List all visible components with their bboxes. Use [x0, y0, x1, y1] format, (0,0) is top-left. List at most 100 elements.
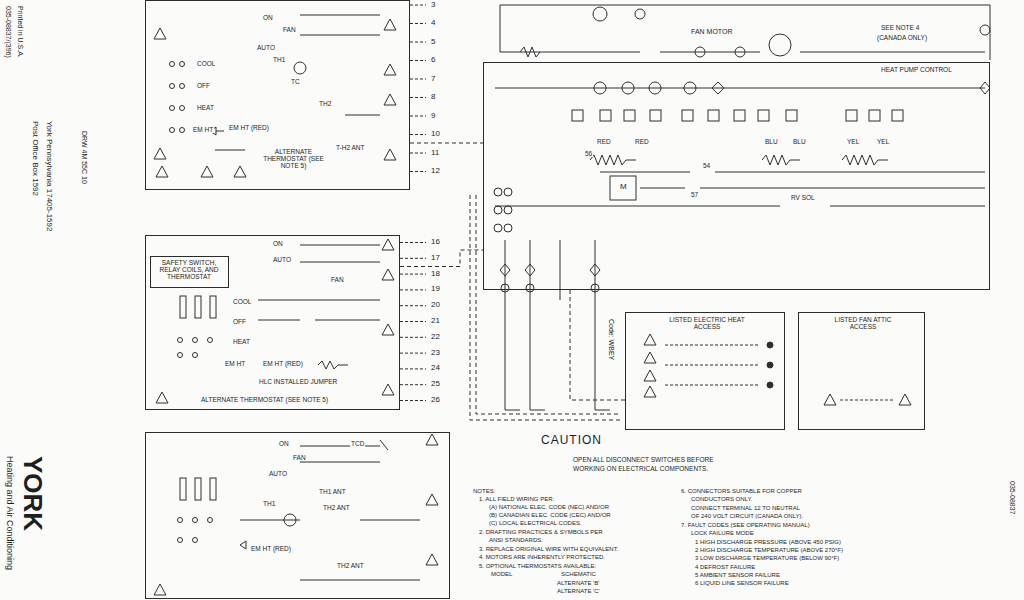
note-text: ALTERNATE 'B': [556, 580, 600, 587]
wire-label: YEL: [876, 138, 890, 145]
note-text: (B) CANADIAN ELEC. CODE (CEC) AND/OR: [488, 512, 612, 519]
thermostat-panel: ONFANAUTOCOOLOFFHEATEM HTTH1TCTH2EM HT (…: [145, 0, 410, 190]
line-number: 5: [430, 38, 436, 47]
note-text: 2 HIGH DISCHARGE TEMPERATURE (ABOVE 270°…: [694, 547, 844, 554]
terminal-label: FAN: [282, 26, 297, 33]
line-number: 8: [430, 93, 436, 102]
terminal-label: EM HT (RED): [250, 545, 292, 552]
terminal-label: TH2 ANT: [336, 562, 365, 569]
title-block-text: 035-08837/(396): [4, 5, 12, 59]
box-title: LISTED ELECTRIC HEAT ACCESS: [660, 316, 754, 330]
line-number: 10: [430, 130, 441, 139]
note-text: NOTES:: [472, 488, 496, 495]
wire-label: BLU: [764, 138, 779, 145]
note-text: (A) NATIONAL ELEC. CODE (NEC) AND/OR: [488, 504, 610, 511]
note-text: 4 DEFROST FAILURE: [694, 564, 756, 571]
note-text: (C) LOCAL ELECTRICAL CODES.: [488, 520, 583, 527]
terminal-label: OFF: [196, 82, 211, 89]
note-text: 4. MOTORS ARE INHERENTLY PROTECTED.: [478, 554, 606, 561]
thermostat-panel: ONFANAUTOTCDTH1TH1 ANTTH2 ANTEM HT (RED)…: [145, 432, 450, 599]
line-number: 4: [430, 19, 436, 28]
note-text: 3 LOW DISCHARGE TEMPERATURE (BELOW 90°F): [694, 555, 840, 562]
line-number: 6: [430, 56, 436, 65]
terminal-label: AUTO: [272, 256, 292, 263]
wire-label: OPEN ALL DISCONNECT SWITCHES BEFORE: [572, 456, 715, 463]
note-text: CONNECT TERMINAL 12 TO NEUTRAL: [690, 505, 801, 512]
terminal-label: TH1 ANT: [318, 488, 347, 495]
wire-label: RED: [634, 138, 650, 145]
line-number: 25: [430, 380, 441, 389]
control-board: HEAT PUMP CONTROL: [483, 62, 990, 290]
wire-label: M: [619, 183, 628, 192]
box-title: SAFETY SWITCH, RELAY COILS, AND THERMOST…: [152, 259, 226, 280]
terminal-label: EM HT (RED): [262, 360, 304, 367]
title-block-text: Code: WBEY: [607, 318, 615, 361]
wire-connector: [410, 143, 483, 144]
line-number: 18: [430, 270, 441, 279]
wire-label: 57: [690, 191, 699, 198]
wire-label: 54: [702, 162, 711, 169]
title-block-text: Printed in U.S.A.: [16, 5, 24, 59]
note-text: 3. REPLACE ORIGINAL WIRE WITH EQUIVALENT…: [478, 546, 619, 553]
box-title: LISTED FAN ATTIC ACCESS: [830, 316, 896, 330]
terminal-label: HEAT: [232, 338, 251, 345]
box-title: HEAT PUMP CONTROL: [880, 66, 953, 73]
wire-label: RV SOL: [790, 194, 816, 201]
wire-connector: [400, 250, 483, 267]
terminal-label: T-H2 ANT: [335, 144, 366, 151]
wire-connector: [400, 250, 483, 267]
terminal-label: TH1: [262, 500, 276, 507]
safety-switch-box: SAFETY SWITCH, RELAY COILS, AND THERMOST…: [150, 256, 229, 288]
terminal-label: TH2 ANT: [322, 504, 351, 511]
note-text: MODEL: [490, 571, 513, 578]
note-text: CONDUCTORS ONLY.: [690, 496, 753, 503]
terminal-label: ON: [278, 440, 290, 447]
note-text: 1. ALL FIELD WIRING PER:: [478, 496, 555, 503]
title-block-text: YORK: [18, 455, 47, 532]
terminal-label: HLC INSTALLED JUMPER: [258, 378, 338, 385]
line-number: 24: [430, 364, 441, 373]
wire-label: RED: [596, 138, 612, 145]
note-text: 6 LIQUID LINE SENSOR FAILURE: [694, 580, 790, 587]
line-number: 3: [430, 1, 436, 10]
terminal-label: ON: [272, 240, 284, 247]
line-number: 16: [430, 238, 441, 247]
line-number: 20: [430, 301, 441, 310]
note-text: 6. CONNECTORS SUITABLE FOR COPPER: [680, 488, 803, 495]
wire-label: SEE NOTE 4: [880, 24, 920, 31]
access-box: LISTED ELECTRIC HEAT ACCESS: [625, 312, 785, 430]
note-text: 5 AMBIENT SENSOR FAILURE: [694, 572, 781, 579]
terminal-label: ALTERNATE THERMOSTAT (SEE NOTE 5): [255, 148, 332, 169]
line-number: 12: [430, 167, 441, 176]
line-number: 9: [430, 112, 436, 121]
note-text: 1 HIGH DISCHARGE PRESSURE (ABOVE 450 PSI…: [694, 539, 842, 546]
wire-label: 56: [584, 150, 593, 157]
title-block-text: York Pennsylvania 17405-1592: [44, 120, 53, 232]
line-number: 21: [430, 317, 441, 326]
terminal-label: ALTERNATE THERMOSTAT (SEE NOTE 5): [200, 396, 329, 403]
terminal-label: HEAT: [196, 104, 215, 111]
thermostat-panel: ONAUTOFANCOOLOFFHEATEM HTEM HT (RED)HLC …: [145, 235, 400, 410]
title-block-text: 035-08837: [1008, 480, 1016, 515]
wire-label: WORKING ON ELECTRICAL COMPONENTS.: [572, 465, 709, 472]
terminal-label: TC: [290, 78, 301, 85]
title-block-text: DRW 4M 55C 10: [80, 130, 88, 185]
note-text: ALTERNATE 'C': [556, 588, 601, 595]
wire-label: BLU: [792, 138, 807, 145]
line-number: 11: [430, 149, 440, 158]
wire-label: FAN MOTOR: [690, 28, 733, 36]
line-number: 23: [430, 349, 441, 358]
line-number: 22: [430, 333, 441, 342]
terminal-label: EM HT: [192, 126, 214, 133]
note-text: 2. DRAFTING PRACTICES & SYMBOLS PER: [478, 529, 604, 536]
title-block-text: Heating and Air Conditioning: [4, 455, 14, 571]
terminal-label: EM HT: [224, 360, 246, 367]
terminal-label: COOL: [196, 60, 216, 67]
note-text: ANSI STANDARDS.: [488, 537, 544, 544]
terminal-label: FAN: [292, 454, 307, 461]
line-number: 19: [430, 285, 441, 294]
access-box: LISTED FAN ATTIC ACCESS: [798, 312, 925, 430]
line-number: 7: [430, 75, 436, 84]
terminal-label: OFF: [232, 318, 247, 325]
terminal-label: TCD: [350, 440, 365, 447]
